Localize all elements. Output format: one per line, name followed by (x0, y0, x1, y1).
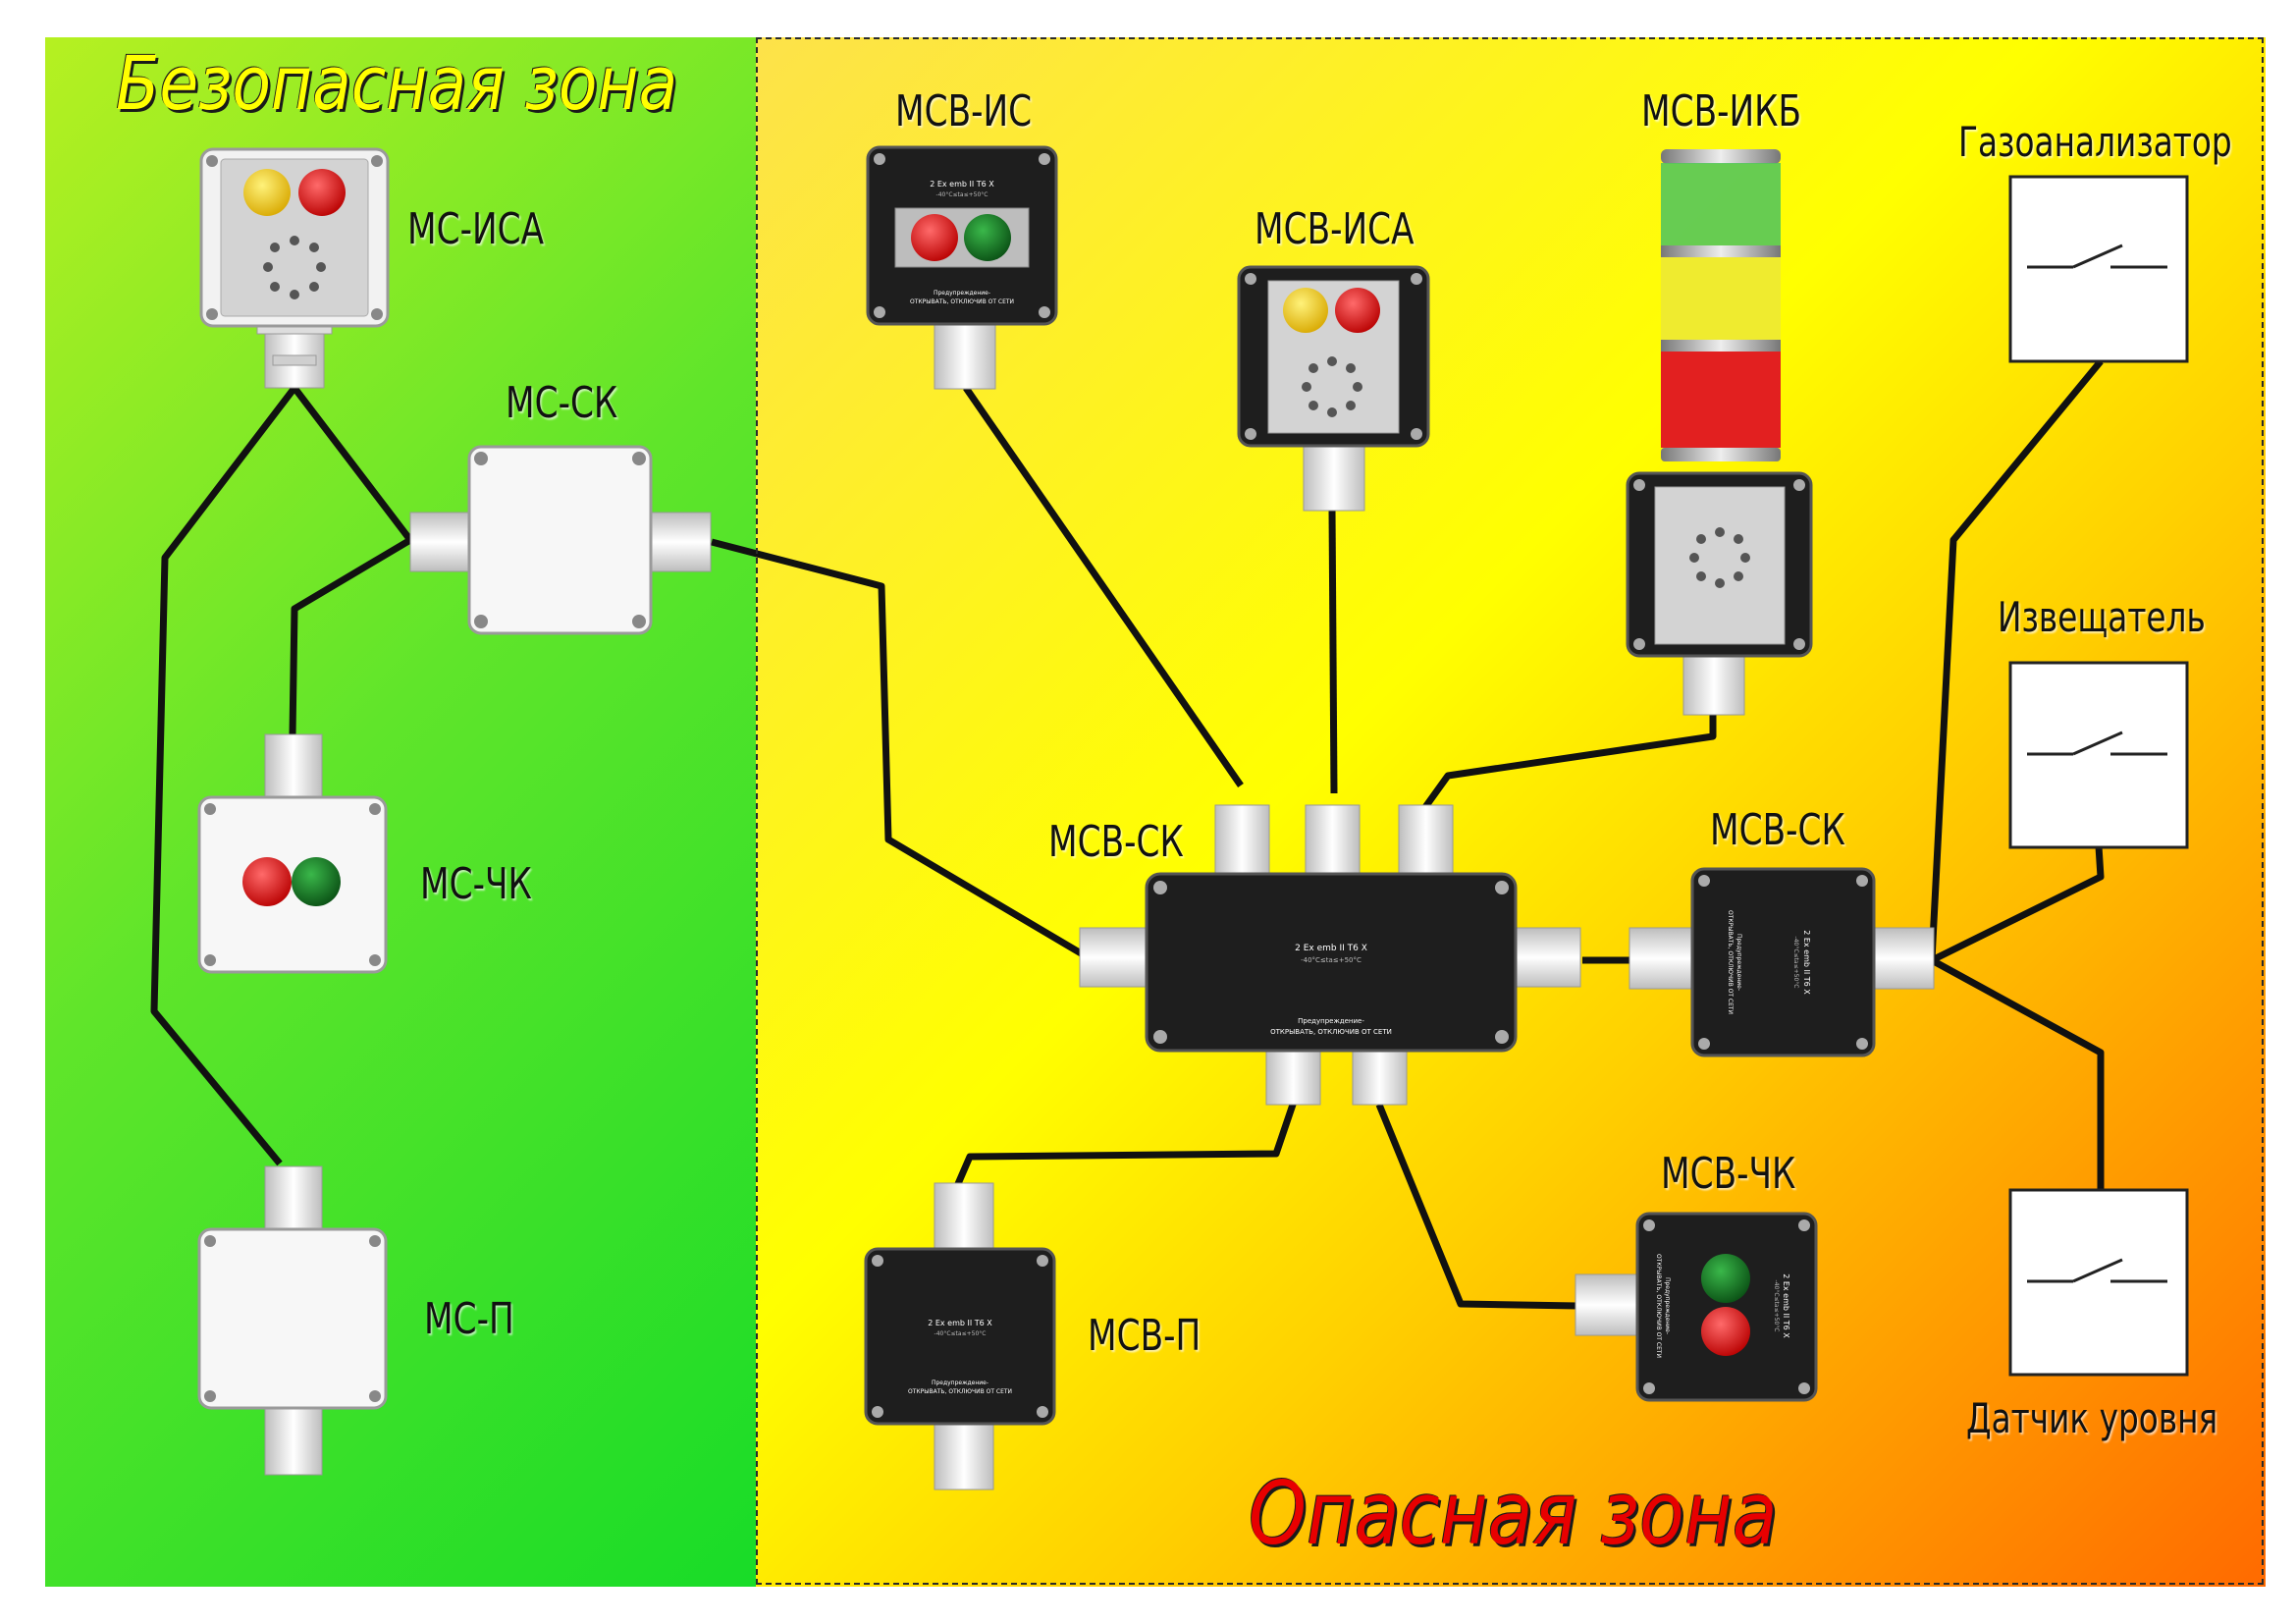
sensor-level (2008, 1188, 2189, 1377)
temp-text: -40°C≤ta≤+50°C (1792, 937, 1799, 989)
temp-text: -40°C≤ta≤+50°C (934, 1330, 987, 1337)
label-mc-chk: МС-ЧК (420, 859, 532, 909)
yellow-beacon-icon (1661, 257, 1781, 340)
cable-mcvsk-mcvchk (1375, 1103, 1579, 1310)
cable-mcvisa-mcvsk (1328, 508, 1338, 794)
cable-mcvsk2-detector (1930, 845, 2105, 964)
marking-text: 2 Ex emb II T6 X (928, 1319, 992, 1327)
device-mcv-ikb (1626, 149, 1813, 716)
device-mcv-sk-right: 2 Ex emb II T6 X -40°C≤ta≤+50°C Предупре… (1629, 867, 1935, 1057)
green-lamp-icon (292, 857, 341, 906)
cable-mcsk-mcchk (289, 536, 412, 735)
cable-mcvsk2-gas (1928, 358, 2104, 961)
label-detector: Извещатель (1998, 593, 2206, 641)
marking-text: 2 Ex emb II T6 X (1802, 930, 1811, 995)
green-lamp-icon (964, 214, 1011, 261)
safe-zone-title: Безопасная зона (116, 39, 678, 127)
switch-contact-icon (2027, 731, 2167, 756)
siren-grille-icon (1302, 356, 1362, 417)
temp-text: -40°C≤ta≤+50°C (1773, 1280, 1780, 1332)
safe-zone (45, 37, 756, 1587)
cable-mcsk-mcvsk (711, 538, 1085, 958)
label-mcv-ikb: МСВ-ИКБ (1641, 86, 1802, 136)
warning-text: Предупреждение- (932, 1380, 988, 1386)
warning-text: Предупреждение- (1298, 1017, 1364, 1025)
sensor-detector (2008, 661, 2189, 849)
cable-mcisa-mcsk (292, 385, 413, 543)
label-mcv-chk: МСВ-ЧК (1661, 1149, 1796, 1199)
red-lamp-icon (242, 857, 292, 906)
cable-mcvis-mcvsk (963, 386, 1244, 787)
yellow-lamp-icon (1283, 288, 1328, 333)
green-lamp-icon (1701, 1254, 1750, 1303)
label-mc-sk: МС-СК (506, 378, 618, 428)
temp-text: -40°C≤ta≤+50°C (1301, 956, 1362, 964)
warning-text: Предупреждение- (1664, 1277, 1671, 1334)
yellow-lamp-icon (243, 169, 291, 216)
red-beacon-icon (1661, 352, 1781, 448)
cable-mcisa-mcp (150, 385, 297, 1166)
device-mc-p (197, 1165, 388, 1476)
temp-text: -40°C≤ta≤+50°C (936, 191, 988, 198)
device-mcv-p: 2 Ex emb II T6 X -40°C≤ta≤+50°C Предупре… (864, 1182, 1056, 1490)
siren-grille-icon (1689, 527, 1750, 588)
label-mc-isa: МС-ИСА (407, 204, 545, 254)
warning-text: ОТКРЫВАТЬ, ОТКЛЮЧИВ ОТ СЕТИ (1655, 1254, 1662, 1358)
warning-text: ОТКРЫВАТЬ, ОТКЛЮЧИВ ОТ СЕТИ (1270, 1028, 1392, 1036)
label-mcv-sk-main: МСВ-СК (1048, 817, 1184, 867)
switch-contact-icon (2027, 244, 2167, 269)
device-mc-chk (197, 733, 388, 974)
marking-text: 2 Ex emb II T6 X (1782, 1273, 1790, 1338)
label-level-sensor: Датчик уровня (1966, 1394, 2218, 1442)
red-lamp-icon (911, 214, 958, 261)
red-lamp-icon (1335, 288, 1380, 333)
warning-text: ОТКРЫВАТЬ, ОТКЛЮЧИВ ОТ СЕТИ (910, 298, 1014, 305)
device-mcv-is: 2 Ex emb II T6 X -40°C≤ta≤+50°C Предупре… (866, 145, 1058, 390)
label-mc-p: МС-П (424, 1294, 514, 1344)
label-gas-analyzer: Газоанализатор (1958, 118, 2232, 166)
cable-mcvikb-mcvsk (1422, 713, 1717, 810)
sensor-gas-analyzer (2008, 175, 2189, 363)
cable-mcvsk2-level (1930, 956, 2105, 1193)
green-beacon-icon (1661, 163, 1781, 245)
device-mc-isa (199, 147, 390, 389)
marking-text: 2 Ex emb II T6 X (930, 180, 994, 189)
label-mcv-is: МСВ-ИС (895, 86, 1033, 136)
warning-text: ОТКРЫВАТЬ, ОТКЛЮЧИВ ОТ СЕТИ (1727, 910, 1734, 1014)
label-mcv-sk-right: МСВ-СК (1710, 805, 1845, 855)
label-mcv-isa: МСВ-ИСА (1255, 204, 1415, 254)
hazardous-zone-title: Опасная зона (1249, 1463, 1778, 1564)
device-mcv-sk-main: 2 Ex emb II T6 X -40°C≤ta≤+50°C Предупре… (1079, 804, 1581, 1106)
cables (150, 358, 2105, 1310)
red-lamp-icon (1701, 1307, 1750, 1356)
warning-text: Предупреждение- (1735, 934, 1742, 991)
warning-text: ОТКРЫВАТЬ, ОТКЛЮЧИВ ОТ СЕТИ (908, 1388, 1012, 1395)
cable-mcvsk-mcvp (953, 1100, 1298, 1188)
device-mcv-isa (1237, 265, 1430, 512)
label-mcv-p: МСВ-П (1088, 1311, 1201, 1361)
switch-contact-icon (2027, 1258, 2167, 1283)
siren-grille-icon (263, 236, 326, 299)
red-lamp-icon (298, 169, 346, 216)
device-mc-sk (409, 445, 712, 635)
device-mcv-chk: 2 Ex emb II T6 X -40°C≤ta≤+50°C Предупре… (1575, 1212, 1818, 1402)
marking-text: 2 Ex emb II T6 X (1295, 944, 1367, 953)
warning-text: Предупреждение- (934, 290, 990, 297)
